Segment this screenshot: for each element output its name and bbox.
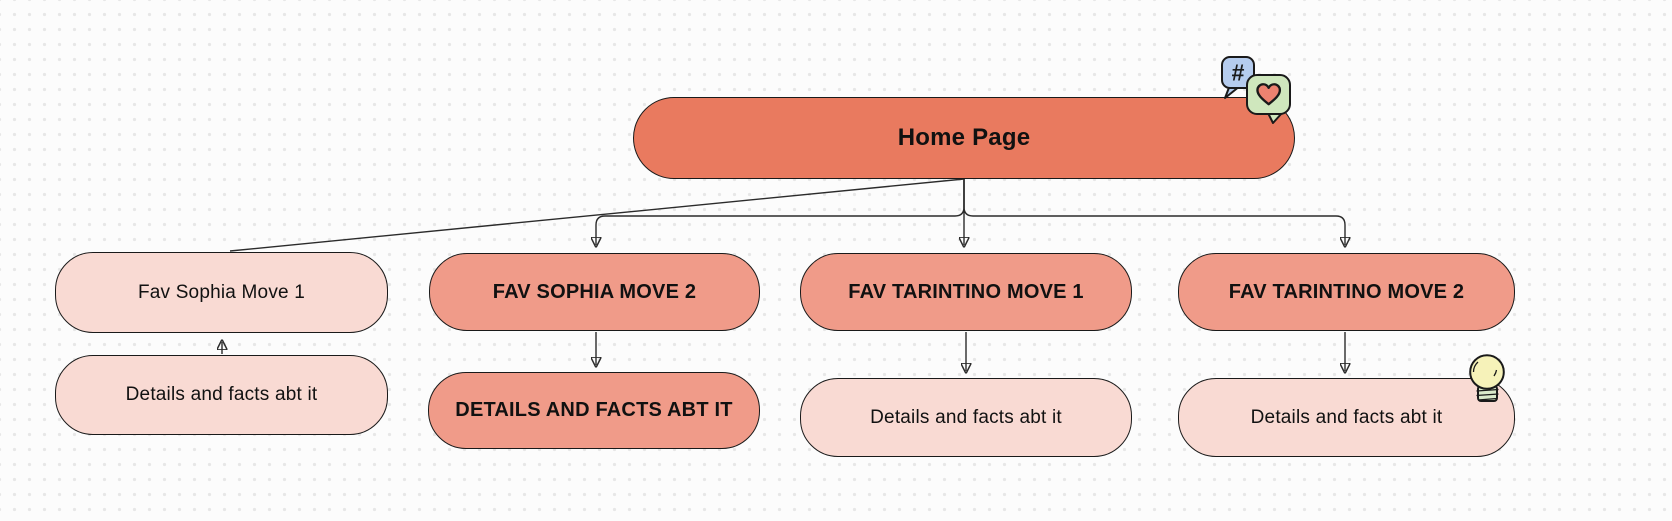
node-fav-sophia-move-2[interactable]: FAV SOPHIA MOVE 2 [429, 253, 760, 331]
node-label: FAV SOPHIA MOVE 2 [492, 280, 697, 303]
node-fav-sophia-move-1[interactable]: Fav Sophia Move 1 [55, 252, 388, 333]
connector-home-to-move2[interactable] [596, 179, 965, 245]
node-label: Details and facts abt it [870, 406, 1062, 428]
hashtag-chat-bubble-icon[interactable]: # [1220, 55, 1258, 101]
node-label: FAV TARINTINO MOVE 2 [1228, 280, 1465, 303]
node-label: Details and facts abt it [125, 384, 318, 405]
node-home-page-label: Home Page [897, 124, 1031, 151]
node-label: Fav Sophia Move 1 [137, 281, 306, 303]
connector-home-to-move1[interactable] [229, 178, 965, 252]
node-details-1[interactable]: Details and facts abt it [55, 355, 388, 435]
bulb-base-threads [1476, 388, 1499, 401]
heart-shape [1256, 83, 1282, 106]
bulb-glass [1469, 354, 1505, 390]
heart-chat-bubble-icon[interactable] [1245, 73, 1293, 125]
lightbulb-icon[interactable] [1464, 353, 1510, 407]
connector-home-to-move4[interactable] [963, 179, 1345, 245]
node-label: DETAILS AND FACTS ABT IT [455, 399, 733, 421]
node-fav-tarintino-move-2[interactable]: FAV TARINTINO MOVE 2 [1178, 253, 1515, 331]
node-home-page[interactable]: Home Page [633, 97, 1295, 179]
node-details-2[interactable]: DETAILS AND FACTS ABT IT [428, 372, 760, 449]
bubble-body [1221, 56, 1255, 89]
hashtag-glyph: # [1232, 60, 1245, 86]
bulb-highlight [1472, 361, 1498, 377]
node-details-4[interactable]: Details and facts abt it [1178, 378, 1515, 457]
node-fav-tarintino-move-1[interactable]: FAV TARINTINO MOVE 1 [800, 253, 1132, 331]
node-label: Details and facts abt it [1250, 406, 1443, 428]
node-details-3[interactable]: Details and facts abt it [800, 378, 1132, 457]
node-label: FAV TARINTINO MOVE 1 [848, 280, 1084, 303]
